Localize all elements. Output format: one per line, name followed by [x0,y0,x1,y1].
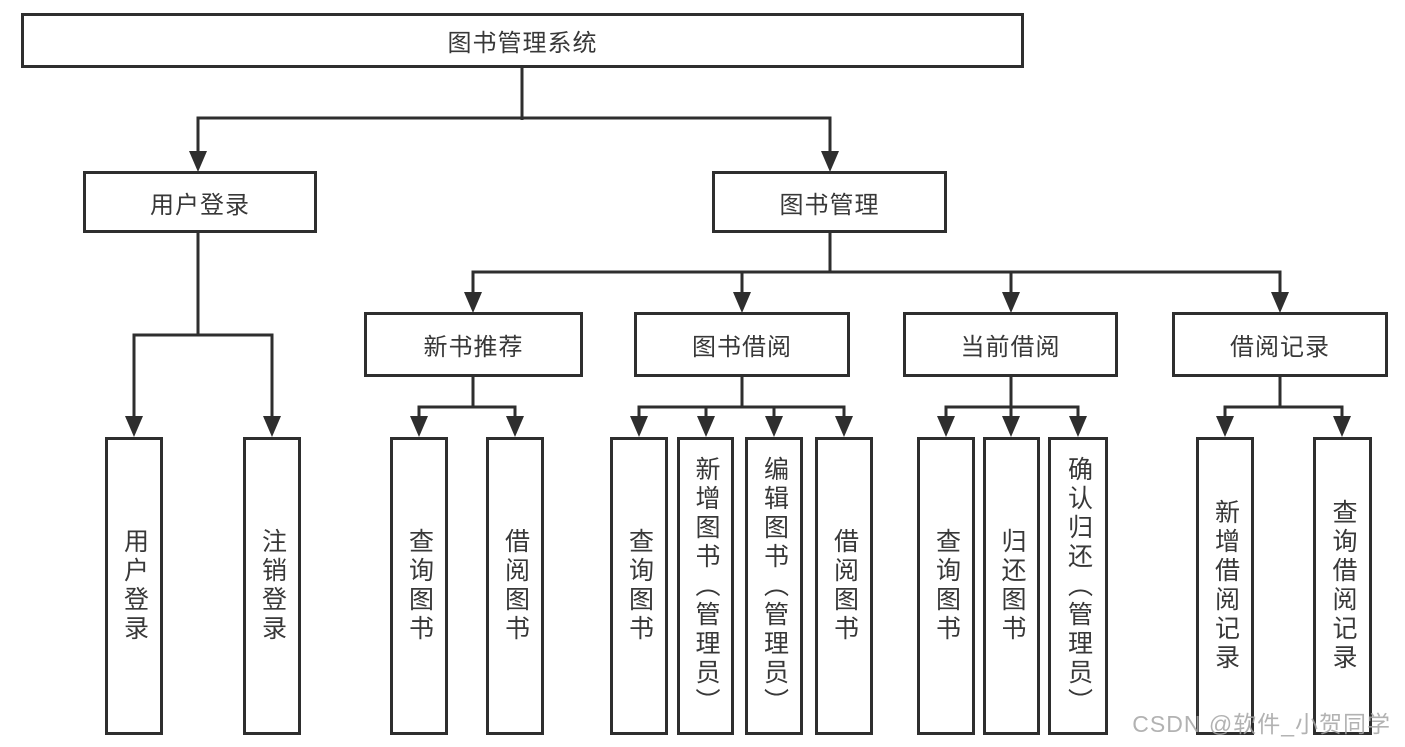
node-label: 查询图书 [932,528,961,644]
node-label: 新书推荐 [423,334,524,361]
node-borrowing-records: 借阅记录 [1172,312,1388,377]
node-label: 借阅记录 [1230,334,1330,361]
node-label: 归还图书 [998,528,1026,644]
node-borrow-books-recommend: 借阅图书 [486,437,544,735]
node-current-borrowing: 当前借阅 [903,312,1118,377]
node-borrow-books-leaf: 借阅图书 [815,437,873,735]
node-add-borrow-record: 新增借阅记录 [1196,437,1254,735]
node-search-books-borrowing: 查询图书 [610,437,668,735]
node-book-management-branch: 图书管理 [712,171,947,233]
node-user-login-leaf: 用户登录 [105,437,163,735]
node-label: 图书管理系统 [447,30,598,57]
node-label: 借阅图书 [501,528,530,644]
node-label: 查询图书 [405,528,434,644]
node-label: 编辑图书（管理员） [760,455,789,717]
node-logout: 注销登录 [243,437,301,735]
node-label: 新增图书（管理员） [692,455,720,717]
connector-paths [132,65,1344,421]
node-return-books: 归还图书 [983,437,1040,735]
node-label: 图书管理 [779,191,880,219]
node-label: 借阅图书 [830,528,859,644]
node-edit-books-admin: 编辑图书（管理员） [745,437,803,735]
node-user-login-branch: 用户登录 [83,171,317,233]
node-library-system: 图书管理系统 [21,13,1024,68]
node-new-book-recommendation: 新书推荐 [364,312,583,377]
node-label: 查询图书 [625,528,654,644]
node-search-borrow-record: 查询借阅记录 [1313,437,1372,735]
node-confirm-return-admin: 确认归还（管理员） [1048,437,1108,735]
node-search-books-current: 查询图书 [917,437,975,735]
node-label: 查询借阅记录 [1329,499,1357,673]
node-label: 用户登录 [150,191,250,219]
node-label: 用户登录 [120,528,149,644]
node-add-books-admin: 新增图书（管理员） [677,437,734,735]
node-book-borrowing: 图书借阅 [634,312,850,377]
node-search-books-recommend: 查询图书 [390,437,448,735]
node-label: 当前借阅 [960,334,1061,361]
node-label: 注销登录 [258,528,287,644]
arrowheads [125,151,1351,437]
node-label: 确认归还（管理员） [1064,455,1093,717]
node-label: 新增借阅记录 [1211,499,1240,673]
node-label: 图书借阅 [692,334,792,361]
